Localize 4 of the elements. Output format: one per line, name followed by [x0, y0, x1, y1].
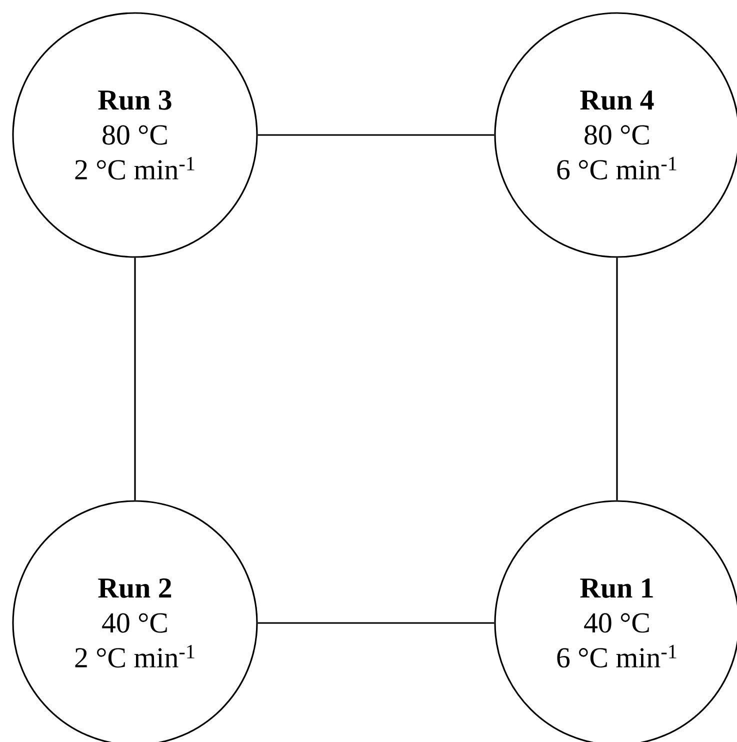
connector-line: [258, 622, 494, 624]
connector-line: [134, 258, 136, 500]
connector-line: [258, 134, 494, 136]
connector-line: [616, 258, 618, 500]
